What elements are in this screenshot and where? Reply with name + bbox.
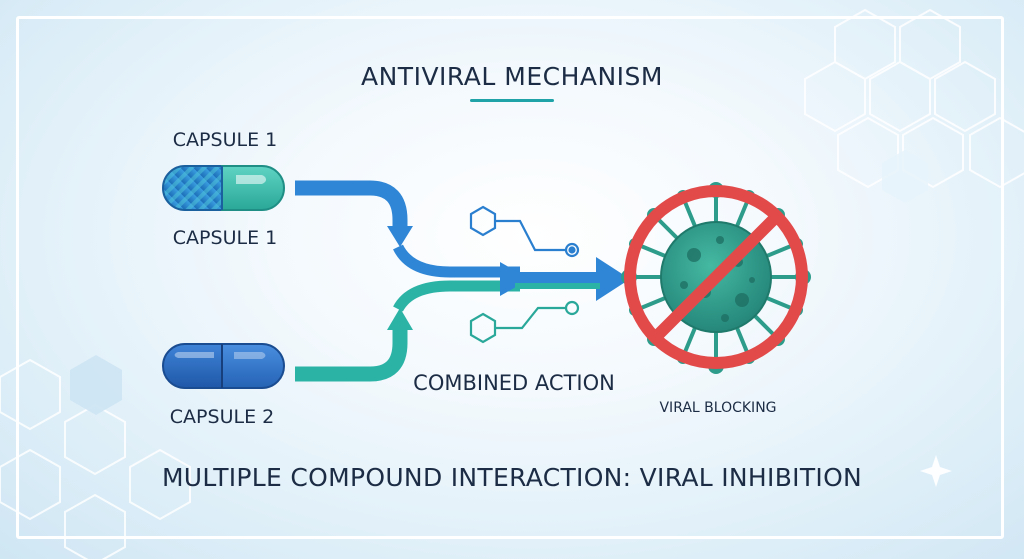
combined-arrow-head-1 (500, 262, 530, 296)
capsule-1-bottom-label: CAPSULE 1 (172, 227, 278, 249)
sparkle-icon (920, 455, 952, 487)
capsule-1-icon (162, 165, 285, 211)
page-title: ANTIVIRAL MECHANISM (361, 62, 663, 91)
capsule-2-arrow (295, 326, 408, 382)
capsule-2-icon (162, 343, 285, 389)
combined-action-label: COMBINED ACTION (413, 371, 615, 395)
capsule-2-label: CAPSULE 2 (169, 406, 275, 428)
footer-caption: MULTIPLE COMPOUND INTERACTION: VIRAL INH… (161, 463, 863, 492)
hexagon-accent (882, 150, 928, 203)
capsule-1-arrow (295, 180, 408, 232)
merge-stream-teal (393, 280, 520, 312)
merge-stream-blue (393, 244, 520, 278)
viral-blocking-label: VIRAL BLOCKING (659, 400, 777, 416)
molecule-icon (469, 300, 580, 344)
capsule-1-top-label: CAPSULE 1 (172, 129, 278, 151)
combined-arrow-head-2 (596, 257, 630, 301)
combined-arrow-body (515, 272, 600, 286)
title-underline (470, 99, 554, 102)
hexagon-accent (70, 355, 122, 415)
hexagon-pattern (0, 8, 1024, 559)
molecule-icon (469, 205, 580, 258)
prohibition-icon (624, 185, 808, 369)
